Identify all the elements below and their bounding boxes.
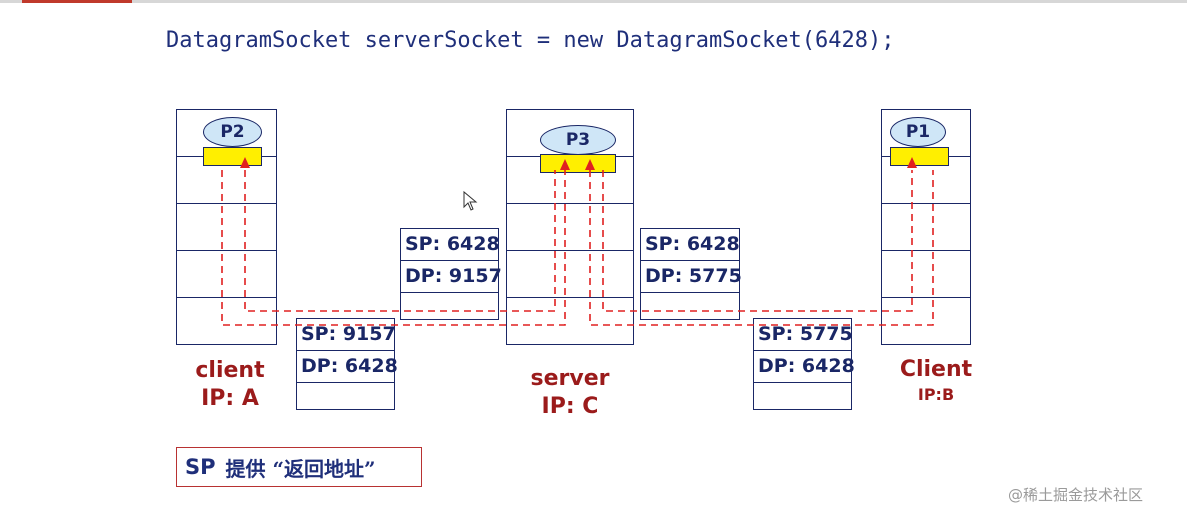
segment-dest-port: DP: 5775 <box>645 265 742 287</box>
host-ip: IP: C <box>541 394 599 419</box>
process-p1: P1 <box>890 117 946 147</box>
code-line: DatagramSocket serverSocket = new Datagr… <box>166 28 895 53</box>
segment-dest-port: DP: 6428 <box>758 355 855 377</box>
mouse-cursor-icon <box>463 190 478 211</box>
socket-middle <box>540 154 616 173</box>
segment-c-to-a: SP: 6428 DP: 9157 <box>400 228 502 320</box>
host-ip: IP:B <box>917 385 955 404</box>
arrow-up-middle-2 <box>585 159 595 170</box>
host-label-right: Client IP:B <box>886 356 986 406</box>
host-label-left: client IP: A <box>180 357 280 413</box>
arrow-up-right <box>907 157 917 168</box>
segment-dest-port: DP: 9157 <box>405 265 502 287</box>
process-p2: P2 <box>203 117 262 147</box>
host-name: server <box>530 366 610 391</box>
arrow-up-middle-1 <box>560 159 570 170</box>
arrow-up-left <box>240 157 250 168</box>
path-a-c-outer <box>221 170 566 326</box>
host-name: client <box>195 358 265 383</box>
socket-left <box>203 147 262 166</box>
note-box: SP 提供 “返回地址” <box>176 447 422 487</box>
process-p3: P3 <box>540 125 616 155</box>
segment-source-port: SP: 6428 <box>405 233 500 255</box>
segment-b-to-c: SP: 5775 DP: 6428 <box>753 318 855 410</box>
path-c-b-inner <box>602 170 913 312</box>
note-sp: SP <box>185 455 216 479</box>
host-name: Client <box>899 357 973 382</box>
note-text: 提供 “返回地址” <box>225 456 376 481</box>
watermark: @稀土掘金技术社区 <box>1008 486 1144 504</box>
segment-source-port: SP: 9157 <box>301 323 396 345</box>
path-a-c-inner <box>244 170 556 312</box>
segment-source-port: SP: 5775 <box>758 323 853 345</box>
top-border <box>0 0 1187 3</box>
segment-c-to-b: SP: 6428 DP: 5775 <box>640 228 742 320</box>
segment-a-to-c: SP: 9157 DP: 6428 <box>296 318 398 410</box>
path-c-b-outer <box>589 170 934 326</box>
segment-source-port: SP: 6428 <box>645 233 740 255</box>
segment-dest-port: DP: 6428 <box>301 355 398 377</box>
host-ip: IP: A <box>201 386 259 411</box>
host-label-middle: server IP: C <box>520 365 620 421</box>
socket-right <box>890 147 949 166</box>
